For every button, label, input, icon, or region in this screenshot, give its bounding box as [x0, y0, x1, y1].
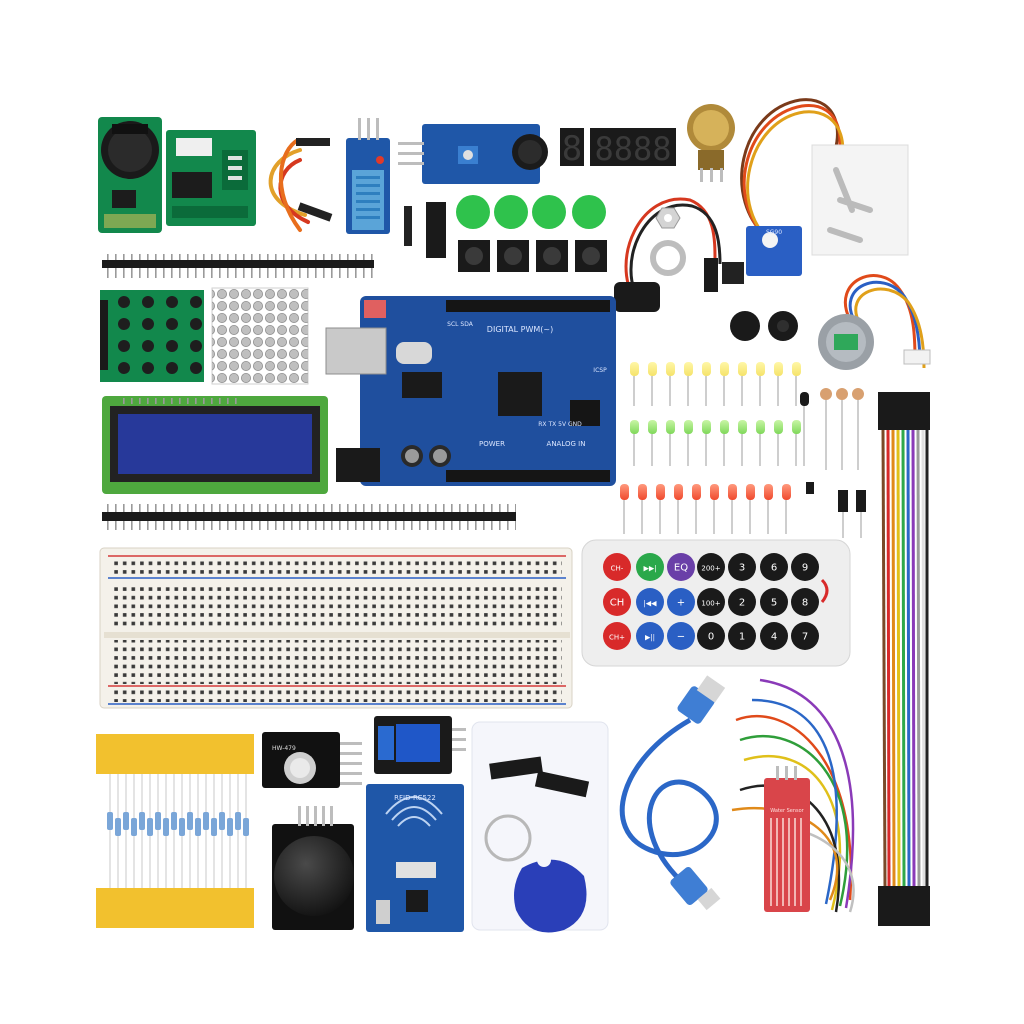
remote-button-row3-4 [728, 622, 756, 650]
remote-button-row3-6 [791, 622, 819, 650]
seven-segment-quad: 8888 [590, 128, 676, 168]
button-caps [456, 195, 606, 229]
board-silk-icsp: ICSP [593, 367, 607, 374]
rfid-card-keyfob [471, 721, 609, 933]
seven-segment-single: 8 [560, 128, 584, 169]
remote-button-row1-4 [728, 553, 756, 581]
potentiometer [687, 104, 735, 182]
buzzers [730, 311, 798, 341]
remote-button-label-row2-0: CH [610, 598, 625, 609]
rfid-rc522-module: RFID-RC522 [366, 784, 464, 932]
header-strip-long [102, 504, 516, 530]
remote-button-label-row3-6: 7 [802, 632, 808, 643]
remote-button-label-row2-5: 5 [771, 598, 777, 609]
remote-button-row3-5 [760, 622, 788, 650]
remote-button-row2-1 [636, 588, 664, 616]
board-silk-digital: DIGITAL PWM(~) [487, 325, 553, 334]
remote-button-row1-3 [697, 553, 725, 581]
remote-button-row3-2 [667, 622, 695, 650]
keypad-4x4 [100, 290, 204, 382]
water-level-sensor: Water Sensor [764, 766, 810, 912]
remote-button-label-row3-3: 0 [708, 632, 714, 643]
relay-module [374, 716, 466, 774]
remote-button-label-row3-1: ▶|| [645, 634, 655, 642]
led-dot-matrix [211, 287, 309, 385]
dht11-sensor [346, 118, 390, 234]
remote-button-row2-2 [667, 588, 695, 616]
remote-button-label-row2-4: 2 [739, 598, 745, 609]
remote-button-label-row2-3: 100+ [701, 600, 720, 608]
header-strip-top [102, 254, 374, 278]
remote-button-row1-6 [791, 553, 819, 581]
remote-button-label-row1-4: 3 [739, 563, 745, 574]
dupont-ribbon-cable [878, 392, 930, 926]
remote-button-label-row2-2: + [677, 598, 685, 609]
short-jumper-wires [268, 138, 333, 232]
servo-motor: SG90 [722, 98, 909, 284]
remote-button-label-row2-1: |◀◀ [643, 600, 657, 608]
stepper-driver-board [166, 130, 256, 226]
remote-button-label-row1-6: 9 [802, 563, 808, 574]
remote-button-label-row1-3: 200+ [701, 565, 720, 573]
hardware-nut-washer [650, 207, 686, 276]
led-row-yellow [630, 362, 801, 406]
remote-button-label-row1-5: 6 [771, 563, 777, 574]
remote-button-row3-3 [697, 622, 725, 650]
sound-sensor-module [398, 124, 548, 184]
battery-clip [614, 197, 722, 312]
jumper-wire-bundle [731, 678, 855, 913]
remote-button-label-row1-1: ▶▶| [643, 565, 656, 573]
seven-segment-quad-digits: 8888 [594, 130, 671, 168]
remote-button-label-row2-6: 8 [802, 598, 808, 609]
remote-button-row1-5 [760, 553, 788, 581]
tactile-buttons [458, 240, 607, 272]
remote-button-row3-0 [603, 622, 631, 650]
remote-button-row1-1 [636, 553, 664, 581]
small-ics [404, 202, 446, 258]
board-silk-scl: SCL SDA [447, 321, 474, 328]
arduino-uno-board: DIGITAL PWM(~) POWER ANALOG IN RX TX 5V … [325, 296, 616, 486]
board-silk-analog: ANALOG IN [547, 440, 586, 448]
led-row-green [630, 420, 801, 466]
remote-button-label-row3-0: CH+ [609, 634, 625, 642]
remote-button-row2-3 [697, 588, 725, 616]
remote-button-label-row3-5: 4 [771, 632, 777, 643]
seven-segment-single-digit: 8 [562, 129, 582, 169]
remote-button-row2-6 [791, 588, 819, 616]
rtc-module [98, 117, 162, 233]
usb-cable [619, 675, 726, 911]
stepper-motor [818, 274, 931, 370]
remote-button-row2-4 [728, 588, 756, 616]
remote-button-label-row1-0: CH- [611, 565, 624, 573]
misc-sensors [800, 388, 866, 538]
remote-button-label-row3-2: − [677, 632, 685, 643]
breadboard [99, 547, 573, 709]
board-silk-power: POWER [479, 440, 505, 448]
remote-button-row2-0 [603, 588, 631, 616]
remote-button-row2-5 [760, 588, 788, 616]
servo-label: SG90 [766, 229, 782, 236]
rfid-label: RFID-RC522 [394, 794, 436, 802]
remote-button-label-row3-4: 1 [739, 632, 745, 643]
board-silk-pins: RX TX 5V GND [538, 421, 582, 428]
remote-button-row1-0 [603, 553, 631, 581]
remote-button-row1-2 [667, 553, 695, 581]
resistor-pack [96, 734, 254, 928]
lcd-1602-display [102, 396, 328, 494]
led-row-red [620, 484, 791, 534]
rotary-label: HW-479 [272, 745, 296, 752]
remote-button-label-row1-2: EQ [674, 563, 688, 574]
remote-button-row3-1 [636, 622, 664, 650]
ir-remote-buttons: CH- ▶▶| EQ 200+ 3 6 9CH |◀◀ +100+ 2 5 8CH+ ▶|| − 0 1 4 7 [603, 553, 819, 650]
water-sensor-label: Water Sensor [770, 808, 804, 814]
joystick-module [272, 806, 354, 930]
rotary-encoder-module: HW-479 [262, 732, 362, 788]
